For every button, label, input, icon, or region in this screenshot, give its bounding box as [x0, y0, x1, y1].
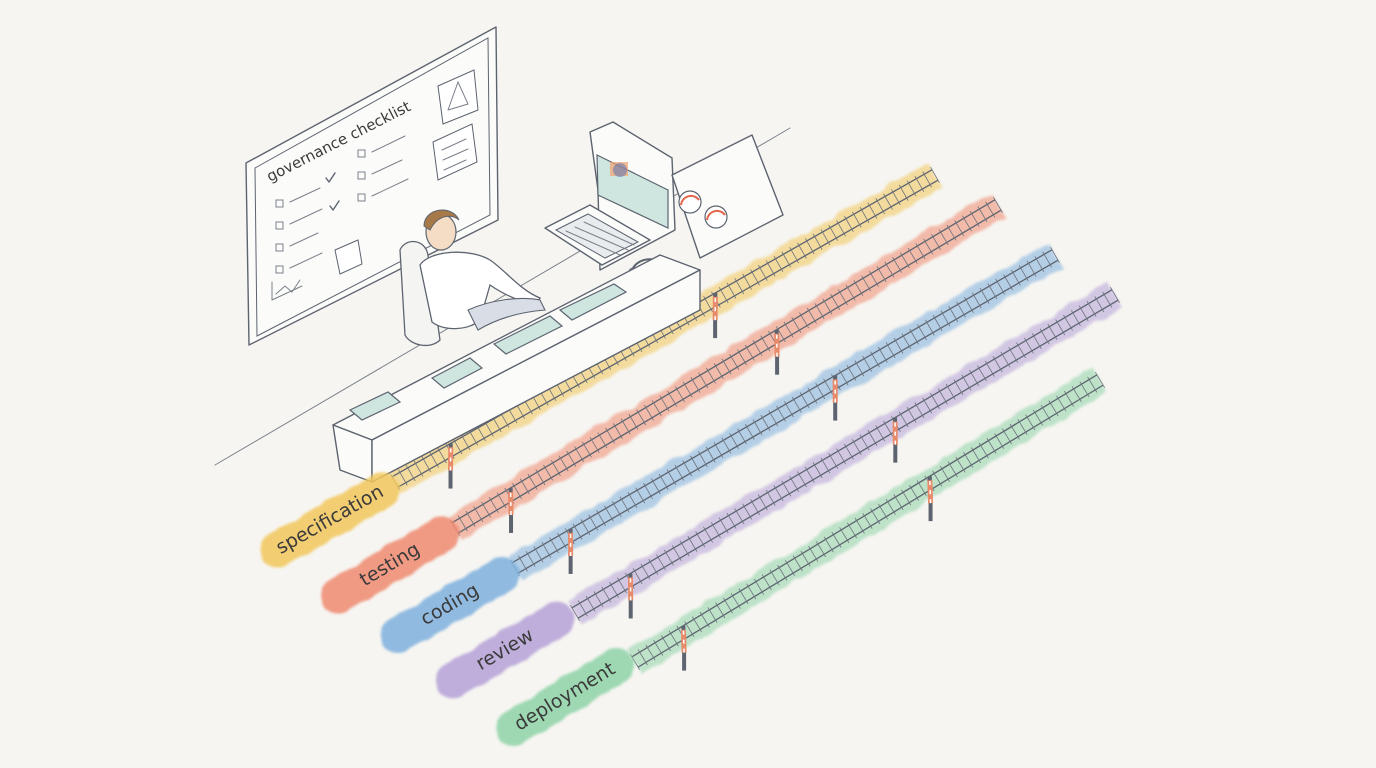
rail: [511, 249, 1053, 564]
sleepers: [570, 287, 1120, 621]
track-testing: [447, 192, 1006, 541]
track-deployment: [627, 368, 1108, 674]
gate-barrier: [680, 625, 687, 671]
sleepers: [510, 247, 1060, 576]
control-console-back: [544, 121, 784, 277]
track-band: [567, 282, 1123, 626]
rail: [397, 179, 939, 488]
checklist-items: [275, 135, 409, 274]
keyboard-icon: [554, 213, 640, 259]
track-coding: [507, 242, 1063, 581]
track-review: [567, 282, 1123, 626]
sleepers: [450, 197, 1003, 536]
rail: [517, 259, 1059, 574]
sticky-note-icon: [334, 239, 363, 275]
chart-sketch: [271, 279, 303, 301]
pinned-diagram: [432, 69, 479, 181]
checkmark-icon: [329, 200, 340, 211]
checkmark-icon: [325, 172, 336, 183]
rail: [577, 299, 1119, 619]
rail: [571, 289, 1113, 609]
track-label-text: deployment: [510, 658, 619, 736]
gauge-icon: [704, 205, 728, 229]
person-icon: [419, 209, 546, 331]
operator: [399, 209, 546, 347]
control-console-front: [332, 254, 701, 483]
gauge-icon: [678, 190, 702, 214]
track-label-text: specification: [272, 480, 387, 558]
track-band: [507, 242, 1063, 581]
gate-barrier: [927, 476, 934, 522]
